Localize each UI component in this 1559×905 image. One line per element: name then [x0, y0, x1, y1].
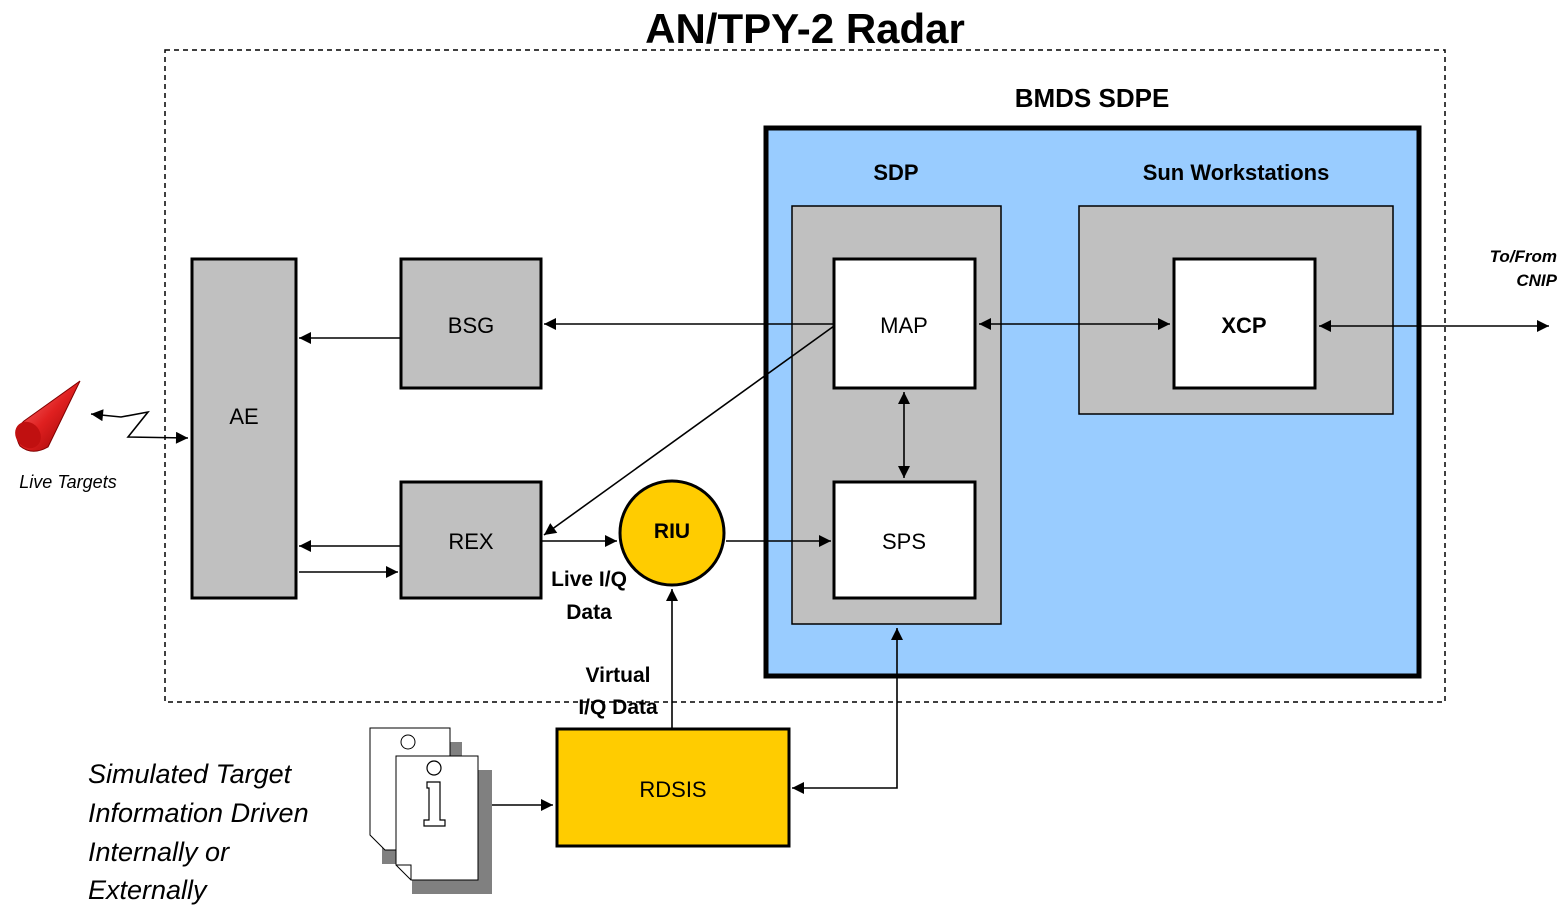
- simulated-target-line3: Internally or: [88, 837, 230, 867]
- connector-arrows: [90, 318, 1549, 811]
- rex-label: REX: [448, 529, 494, 554]
- simulated-target-line2: Information Driven: [88, 798, 309, 828]
- live-iq-label-line1: Live I/Q: [551, 568, 627, 591]
- bsg-label: BSG: [448, 313, 494, 338]
- to-from-label: To/From: [1490, 247, 1557, 266]
- rdsis-label: RDSIS: [639, 777, 706, 802]
- riu-circle: [618, 479, 726, 587]
- xcp-label: XCP: [1221, 313, 1266, 338]
- live-targets-label: Live Targets: [19, 472, 116, 492]
- riu-label: RIU: [654, 520, 690, 543]
- rex-block: [399, 480, 543, 600]
- live-iq-label-line2: Data: [566, 601, 612, 624]
- cnip-label: CNIP: [1516, 271, 1557, 290]
- virtual-iq-label-line1: Virtual: [586, 664, 651, 687]
- sps-label: SPS: [882, 529, 926, 554]
- sdpe-label: BMDS SDPE: [1015, 83, 1170, 113]
- ae-block: [190, 257, 298, 600]
- arrow-map-to-rex: [543, 325, 835, 536]
- live-target-icon: [15, 380, 81, 452]
- virtual-iq-label-line2: I/Q Data: [578, 696, 658, 719]
- ae-label: AE: [229, 404, 258, 429]
- info-document-stack-icon: [369, 727, 492, 894]
- simulated-target-line1: Simulated Target: [88, 759, 293, 789]
- xcp-block: [1172, 257, 1317, 390]
- radar-boundary: [164, 49, 1446, 703]
- arrow-target-ae-zigzag: [90, 409, 189, 444]
- map-label: MAP: [880, 313, 928, 338]
- sun-workstations-label: Sun Workstations: [1143, 160, 1330, 185]
- diagram-title: AN/TPY-2 Radar: [645, 5, 965, 52]
- simulated-target-line4: Externally: [88, 875, 208, 905]
- bsg-block: [399, 257, 543, 390]
- rdsis-block: [555, 727, 791, 848]
- sdp-label: SDP: [873, 160, 918, 185]
- sps-block: [832, 480, 977, 600]
- arrow-rdsis-sps: [792, 628, 903, 794]
